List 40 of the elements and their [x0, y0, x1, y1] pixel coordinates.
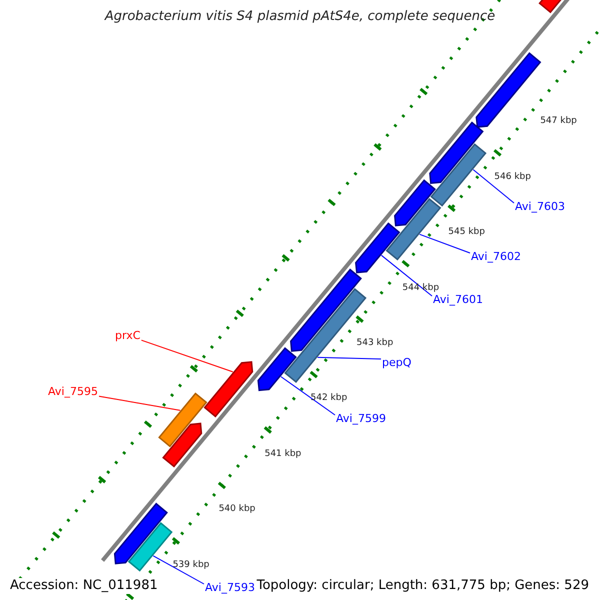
scale-label: 540 kbp	[218, 504, 256, 516]
gene-feature	[386, 198, 442, 261]
scale-label: 543 kbp	[356, 338, 394, 349]
leader-line	[280, 376, 336, 416]
scale-label: 539 kbp	[172, 560, 210, 571]
gene-feature	[158, 392, 208, 448]
leader-line	[380, 254, 432, 296]
sequence-info-text: Topology: circular; Length: 631,775 bp; Genes: 529	[254, 578, 591, 594]
leader-line	[419, 234, 470, 254]
scale-label: 542 kbp	[310, 393, 348, 404]
gene-label: Avi_7593	[205, 581, 255, 594]
gene-label: Avi_7601	[433, 293, 483, 306]
gene-feature	[257, 347, 297, 392]
gene-feature	[355, 222, 400, 274]
map-title: Agrobacterium vitis S4 plasmid pAtS4e, complete sequence	[103, 9, 496, 25]
gene-feature	[162, 422, 202, 468]
scale-label: 545 kbp	[448, 227, 485, 238]
scale-label: 541 kbp	[264, 448, 302, 460]
gene-feature	[394, 179, 436, 226]
leader-line	[140, 340, 234, 372]
gene-feature	[128, 522, 173, 572]
gene-feature	[204, 361, 254, 418]
leader-line	[472, 169, 514, 204]
gene-feature	[430, 143, 487, 207]
accession-text: Accession: NC_011981	[8, 578, 160, 594]
gene-label: prxC	[115, 329, 140, 342]
gene-label: Avi_7599	[336, 412, 386, 426]
leader-line	[98, 396, 181, 411]
leader-line	[152, 555, 204, 584]
gene-feature	[476, 52, 542, 128]
gene-label: Avi_7595	[48, 385, 98, 398]
gene-label: pepQ	[382, 356, 412, 370]
gene-feature	[429, 121, 484, 184]
leader-line	[317, 356, 382, 360]
scale-label: 546 kbp	[494, 172, 531, 182]
scale-label: 544 kbp	[402, 282, 440, 294]
gene-feature	[114, 502, 168, 564]
scale-label: 547 kbp	[540, 116, 577, 127]
gene-label: Avi_7602	[471, 250, 521, 264]
gene-label: Avi_7603	[515, 200, 565, 214]
